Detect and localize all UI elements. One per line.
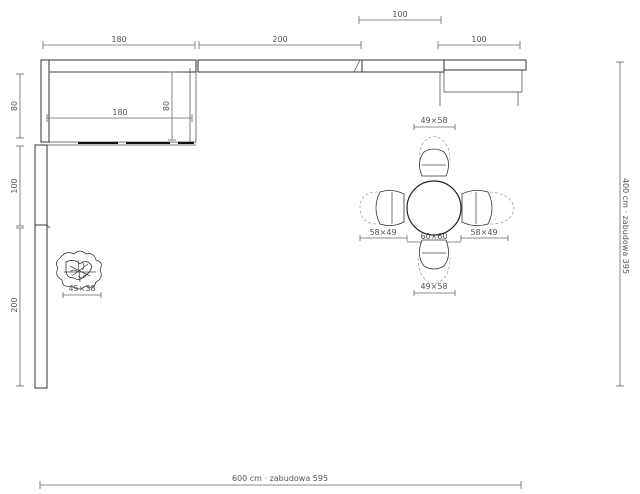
dim-label-top-mid: 200 xyxy=(272,35,287,44)
dim-total-height: 400 cm · zabudowa 395 xyxy=(616,61,630,387)
dim-label-left-upper: 80 xyxy=(10,101,19,111)
dim-upper-inner-width: 180 xyxy=(46,108,193,122)
upper-left-cabinet xyxy=(36,59,197,146)
dim-plant: 45×38 xyxy=(62,284,102,298)
top-cabinet-run xyxy=(40,59,527,106)
chair-top-icon xyxy=(419,135,451,177)
dim-label-chair-right: 58×49 xyxy=(470,228,497,237)
dim-top-left: 180 xyxy=(42,35,196,49)
plant-icon xyxy=(56,250,102,290)
chair-right-icon xyxy=(461,190,515,226)
dim-upper-inner-depth: 80 xyxy=(162,71,176,141)
dim-left-upper: 80 xyxy=(10,73,24,139)
dim-label-left-low: 200 xyxy=(10,297,19,312)
dim-chair-bottom: 49×58 xyxy=(413,282,456,296)
dim-top-right: 100 xyxy=(437,35,521,49)
dim-label-chair-left: 58×49 xyxy=(369,228,396,237)
dim-top-mid: 200 xyxy=(198,35,362,49)
dim-left-mid: 100 xyxy=(10,145,24,227)
left-wall xyxy=(34,144,51,389)
dim-label-top-right: 100 xyxy=(471,35,486,44)
dim-chair-right: 58×49 xyxy=(460,228,509,241)
dim-left-low: 200 xyxy=(10,227,24,387)
dim-chair-left: 58×49 xyxy=(359,228,408,241)
dim-chair-top: 49×58 xyxy=(413,116,456,130)
dim-label-table: 60×60 xyxy=(420,232,447,241)
dim-label-upper-inner-depth: 80 xyxy=(162,101,171,111)
dim-label-total-height: 400 cm · zabudowa 395 xyxy=(621,178,630,274)
dining-table xyxy=(406,180,462,236)
dim-label-top-left: 180 xyxy=(111,35,126,44)
dim-label-chair-bottom: 49×58 xyxy=(420,282,447,291)
dim-top-extra: 100 xyxy=(358,10,442,24)
dim-label-plant: 45×38 xyxy=(68,284,95,293)
dim-label-total-width: 600 cm · zabudowa 595 xyxy=(232,474,328,483)
dim-label-upper-inner-width: 180 xyxy=(112,108,127,117)
chair-left-icon xyxy=(359,190,405,226)
chair-bottom-icon xyxy=(417,239,451,285)
dim-label-chair-top: 49×58 xyxy=(420,116,447,125)
dim-label-top-extra: 100 xyxy=(392,10,407,19)
dim-total-width: 600 cm · zabudowa 595 xyxy=(39,474,522,489)
dim-label-left-mid: 100 xyxy=(10,178,19,193)
